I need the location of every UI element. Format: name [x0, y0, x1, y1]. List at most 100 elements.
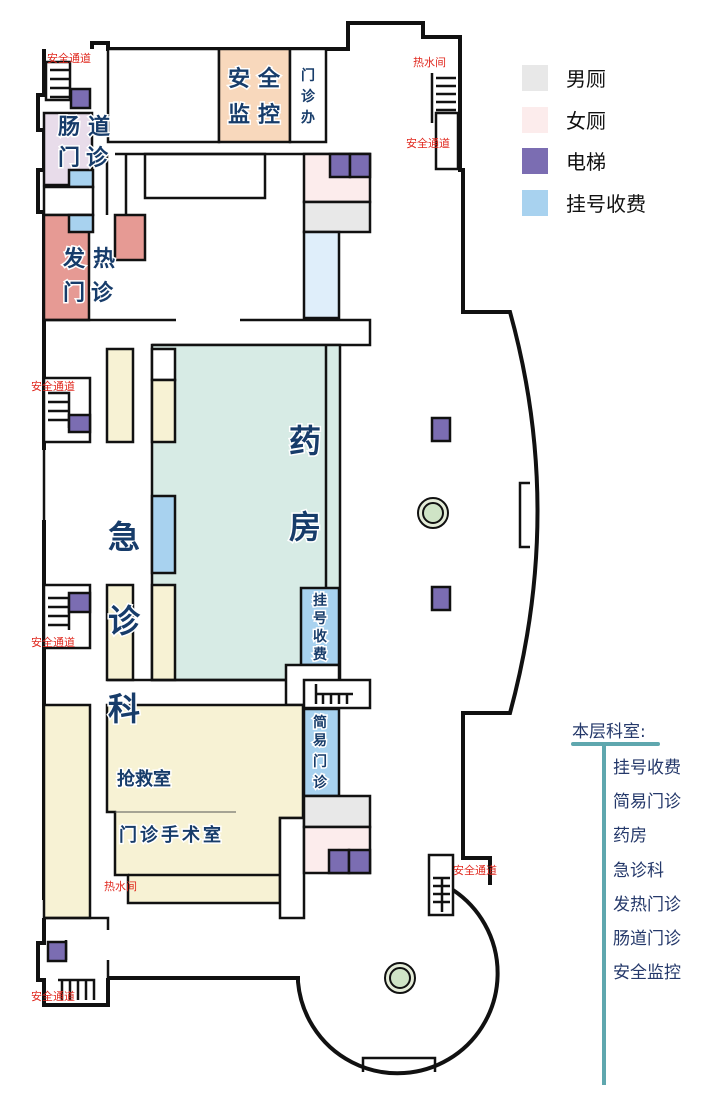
room-light-blue — [302, 230, 341, 320]
male-toilet[interactable] — [302, 200, 372, 234]
intestinal-label: 道 — [88, 114, 110, 140]
east-door — [518, 481, 530, 549]
stair-icon — [58, 978, 96, 1000]
intestinal-label: 门 — [58, 145, 80, 171]
intestinal-label: 诊 — [86, 145, 109, 171]
exit-label: 安全通道 — [31, 379, 75, 393]
emergency-label: 诊 — [108, 602, 141, 640]
department-item[interactable]: 挂号收费 — [613, 758, 681, 778]
intestinal-label: 肠 — [58, 114, 80, 140]
exit-label: 安全通道 — [406, 136, 450, 150]
rescue-room-label: 抢救室 — [117, 768, 171, 790]
simple-clinic-label: 易 — [313, 733, 327, 749]
simple-clinic-label: 诊 — [313, 774, 328, 791]
room-simple-clinic[interactable] — [302, 707, 341, 798]
security-label: 控 — [258, 102, 280, 128]
fever-label: 门 — [63, 280, 85, 306]
elevator-icon — [430, 416, 452, 443]
room-top-center — [143, 152, 267, 200]
elevator-icon — [347, 848, 372, 875]
hot-water-label: 热水间 — [413, 56, 446, 69]
legend: 男厕 女厕 电梯 挂号收费 — [522, 65, 646, 216]
room-top-office — [106, 47, 221, 144]
fever-label: 诊 — [91, 280, 114, 306]
hot-water-label: 热水间 — [104, 880, 137, 893]
clinic-office-label: 诊 — [301, 88, 316, 105]
elevator-icon — [348, 152, 372, 179]
emergency-room — [150, 583, 177, 682]
registration-window — [67, 213, 95, 234]
pillar-icon-inner — [389, 967, 411, 989]
room-security-monitoring[interactable] — [217, 47, 292, 144]
corridor-wall — [44, 318, 372, 347]
elevator-icon — [328, 152, 352, 179]
registration-label: 收 — [313, 628, 328, 645]
emergency-room — [150, 378, 177, 444]
registration-window — [67, 168, 95, 189]
rotunda-door — [361, 1056, 437, 1072]
exit-label: 安全通道 — [31, 989, 75, 1003]
department-item[interactable]: 肠道门诊 — [613, 929, 681, 949]
fever-label: 发 — [62, 246, 86, 272]
stair-well — [434, 111, 460, 171]
registration-label: 费 — [313, 646, 327, 663]
pharmacy-label: 药 — [289, 422, 321, 460]
exit-label: 安全通道 — [453, 863, 497, 877]
elevator-icon — [67, 413, 92, 434]
registration-label: 挂 — [313, 592, 327, 609]
elevator-icon — [46, 940, 68, 963]
stair-icon — [44, 60, 72, 102]
elevator-icon — [430, 585, 452, 612]
emergency-label: 科 — [108, 690, 140, 728]
clinic-office-label: 门 — [301, 67, 315, 84]
room-rescue[interactable] — [105, 703, 305, 905]
legend-label: 电梯 — [566, 150, 606, 174]
legend-label: 男厕 — [566, 67, 606, 91]
outer-wall — [90, 21, 540, 885]
room-small — [42, 185, 95, 217]
fever-label: 热 — [93, 246, 115, 272]
simple-clinic-label: 简 — [313, 714, 327, 731]
elevator-icon — [69, 87, 92, 110]
legend-label: 挂号收费 — [566, 192, 646, 216]
male-wc-swatch — [522, 65, 548, 91]
emergency-label: 急 — [108, 518, 140, 556]
department-item[interactable]: 简易门诊 — [613, 792, 681, 812]
stair-steps — [50, 68, 70, 99]
emergency-ward — [42, 703, 92, 920]
elevator-icon — [67, 591, 92, 614]
registration-label: 号 — [313, 611, 327, 627]
pillar-icon-inner — [422, 502, 444, 524]
simple-clinic-label: 门 — [313, 753, 327, 770]
stair-icon — [433, 876, 450, 912]
stair-icon — [48, 391, 71, 428]
emergency-room — [150, 347, 177, 382]
wall-line — [105, 154, 128, 215]
room-small — [278, 816, 306, 920]
male-toilet[interactable] — [302, 794, 372, 829]
room-fever-annex — [113, 213, 147, 262]
security-label: 全 — [257, 66, 281, 92]
stair-icon — [430, 73, 456, 123]
department-list-title: 本层科室: — [572, 722, 646, 742]
department-item[interactable]: 发热门诊 — [613, 895, 681, 915]
department-item[interactable]: 急诊科 — [613, 861, 664, 881]
pharmacy-label: 房 — [289, 508, 321, 546]
exit-label: 安全通道 — [31, 635, 75, 649]
stair-icon — [314, 684, 353, 704]
exit-label: 安全通道 — [47, 51, 91, 65]
elevator-icon — [327, 848, 351, 875]
registration-swatch — [522, 190, 548, 216]
department-item[interactable]: 药房 — [613, 826, 647, 846]
surgery-room-label: 门诊手术室 — [119, 824, 224, 846]
clinic-office-label: 办 — [301, 109, 315, 126]
room-clinic-office[interactable] — [288, 47, 328, 144]
female-wc-swatch — [522, 107, 548, 133]
emergency-room — [105, 347, 135, 444]
elevator-swatch — [522, 148, 548, 174]
security-label: 安 — [228, 66, 250, 92]
department-item[interactable]: 安全监控 — [613, 963, 681, 983]
rotunda-wall — [108, 888, 500, 1076]
department-list: 本层科室: 挂号收费 简易门诊 药房 急诊科 发热门诊 肠道门诊 安全监控 — [571, 722, 681, 1085]
